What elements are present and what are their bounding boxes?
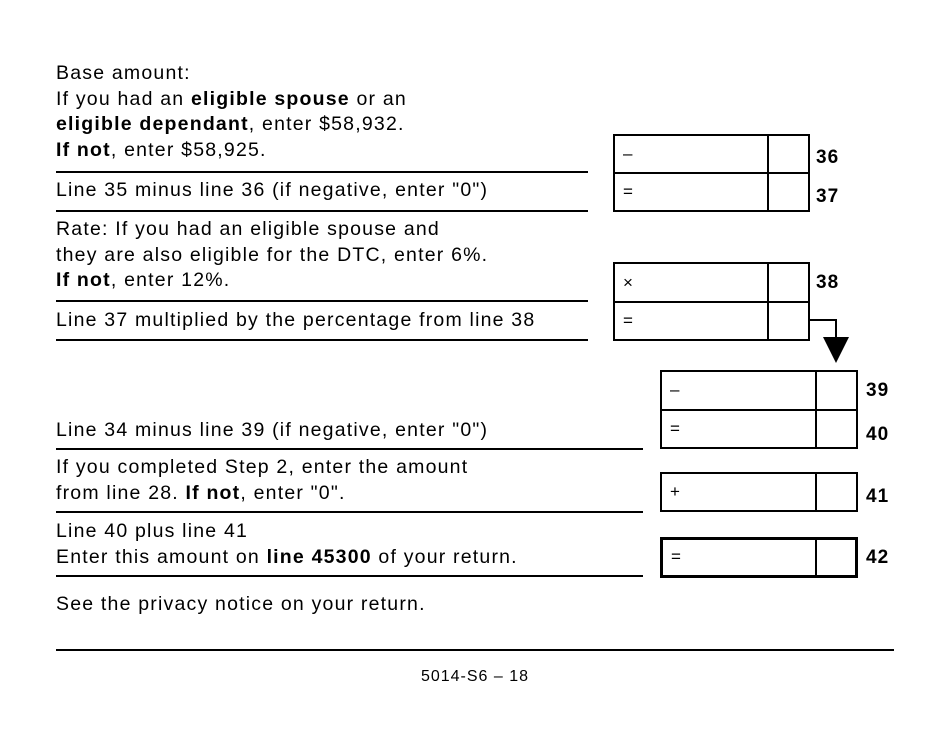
bold-text: If not	[56, 269, 111, 291]
line-number-37: 37	[816, 186, 840, 207]
line-36-text-2: If you had an eligible spouse or an	[56, 87, 407, 113]
line-37-description: Line 35 minus line 36 (if negative, ente…	[56, 179, 489, 201]
divider	[56, 300, 588, 302]
privacy-notice: See the privacy notice on your return.	[56, 593, 426, 615]
line-42-text-2: Enter this amount on line 45300 of your …	[56, 545, 518, 571]
divider	[56, 171, 588, 173]
text: , enter "0".	[240, 481, 346, 504]
text: or an	[349, 87, 407, 110]
text: , enter $58,925.	[110, 138, 267, 161]
line-41-amount-field[interactable]: +	[660, 472, 858, 512]
text: Enter this amount on	[56, 545, 267, 568]
line-42-description: Line 40 plus line 41 Enter this amount o…	[56, 519, 518, 570]
line-38b-amount-field[interactable]: =	[613, 301, 810, 341]
text: If you completed Step 2, enter the amoun…	[56, 456, 469, 478]
line-number-40: 40	[866, 424, 890, 445]
text: , enter 12%.	[110, 269, 231, 291]
line-38-rate-field[interactable]: ×	[613, 262, 810, 303]
text: of your return.	[371, 545, 518, 568]
line-36-text-4: If not, enter $58,925.	[56, 138, 407, 164]
line-number-42: 42	[866, 547, 890, 568]
multiply-operator: ×	[623, 273, 633, 292]
line-number-38: 38	[816, 272, 840, 293]
cents-field[interactable]	[815, 411, 817, 447]
line-36-description: Base amount: If you had an eligible spou…	[56, 61, 407, 163]
footer-divider	[56, 649, 894, 651]
bold-text: line 45300	[266, 545, 372, 568]
line-40-description: Line 34 minus line 39 (if negative, ente…	[56, 419, 489, 441]
minus-operator: –	[670, 380, 680, 399]
cents-field[interactable]	[815, 372, 817, 409]
arrow-connector	[809, 319, 837, 321]
minus-operator: –	[623, 144, 633, 163]
page-label: 5014-S6 – 18	[420, 668, 530, 685]
text: from line 28.	[56, 481, 186, 504]
line-number-36: 36	[816, 147, 840, 168]
text: Rate: If you had an eligible spouse and	[56, 218, 440, 240]
line-42-amount-field[interactable]: =	[660, 537, 858, 578]
line-38-description: Rate: If you had an eligible spouse and …	[56, 217, 488, 294]
equals-operator: =	[623, 311, 633, 330]
line-39-amount-field[interactable]: –	[660, 370, 858, 411]
line-41-description: If you completed Step 2, enter the amoun…	[56, 455, 468, 506]
divider	[56, 448, 643, 450]
equals-operator: =	[670, 419, 680, 438]
line-38b-description: Line 37 multiplied by the percentage fro…	[56, 309, 536, 331]
divider	[56, 511, 643, 513]
divider	[56, 210, 588, 212]
line-38-text-3: If not, enter 12%.	[56, 268, 488, 294]
bold-text: If not	[185, 481, 241, 504]
line-36-amount-field[interactable]: –	[613, 134, 810, 174]
bold-text: eligible dependant	[56, 113, 249, 135]
line-37-amount-field[interactable]: =	[613, 172, 810, 212]
text: If you had an	[56, 87, 191, 110]
cents-field[interactable]	[767, 136, 769, 172]
line-number-39: 39	[866, 380, 890, 401]
cents-field[interactable]	[815, 540, 817, 575]
text: they are also eligible for the DTC, ente…	[56, 243, 489, 266]
base-amount-label: Base amount:	[56, 62, 191, 84]
cents-field[interactable]	[767, 303, 769, 339]
equals-operator: =	[671, 547, 681, 566]
cents-field[interactable]	[767, 174, 769, 210]
arrow-down-icon	[823, 337, 849, 363]
line-number-41: 41	[866, 486, 890, 507]
text: Line 40 plus line 41	[56, 520, 249, 542]
line-40-amount-field[interactable]: =	[660, 409, 858, 449]
decimal-field[interactable]	[767, 264, 769, 301]
cents-field[interactable]	[815, 474, 817, 510]
equals-operator: =	[623, 182, 633, 201]
divider	[56, 575, 643, 577]
bold-text: If not	[56, 138, 111, 161]
bold-text: eligible spouse	[190, 87, 350, 110]
plus-operator: +	[670, 482, 680, 501]
line-41-text-2: from line 28. If not, enter "0".	[56, 481, 468, 507]
text: , enter $58,932.	[248, 113, 405, 135]
divider	[56, 339, 588, 341]
line-36-text-3: eligible dependant, enter $58,932.	[56, 112, 407, 138]
arrow-connector	[835, 319, 837, 338]
